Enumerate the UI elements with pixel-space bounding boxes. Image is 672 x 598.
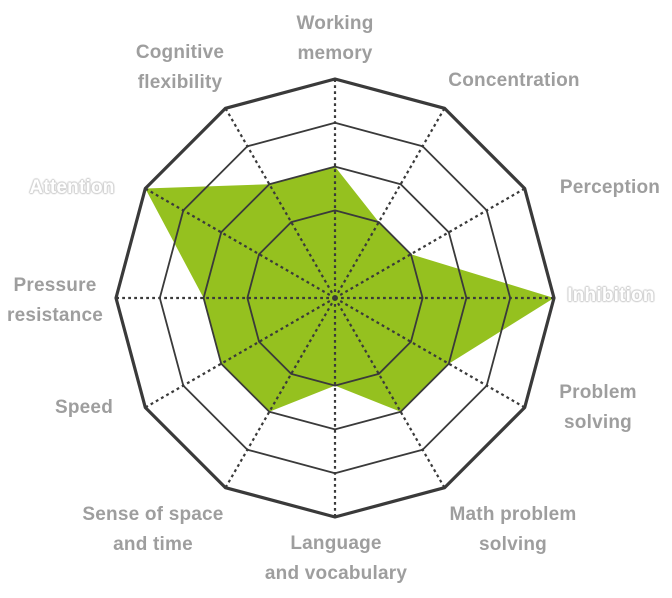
axis-label-pressure-resistance: Pressure resistance (6, 275, 103, 326)
axis-label-inhibition: Inhibition (567, 285, 655, 306)
axis-label-sense-of-space-time: Sense of space and time (82, 504, 224, 555)
axis-spoke (334, 107, 446, 299)
axis-label-perception: Perception (559, 177, 661, 198)
axis-spoke (144, 297, 336, 409)
axis-label-math-problem-solving: Math problem solving (449, 504, 577, 555)
axis-label-cognitive-flexibility: Cognitive flexibility (135, 42, 225, 93)
axis-label-language-vocabulary: Language and vocabulary (264, 533, 408, 584)
axis-label-problem-solving: Problem solving (559, 382, 637, 433)
axis-spoke (334, 187, 526, 299)
axis-spoke (224, 297, 336, 489)
axis-label-attention: Attention (29, 177, 115, 198)
grid-ring-level-2 (246, 209, 424, 387)
axis-spoke (334, 297, 526, 409)
axis-spoke (224, 107, 336, 299)
axis-spoke (334, 297, 446, 489)
grid-ring-level-5 (114, 77, 556, 519)
axis-spoke (144, 187, 336, 299)
axis-label-working-memory: Working memory (296, 13, 374, 64)
axis-label-concentration: Concentration (448, 70, 580, 91)
axis-label-speed: Speed (54, 397, 114, 418)
grid-ring-level-3 (202, 165, 468, 431)
